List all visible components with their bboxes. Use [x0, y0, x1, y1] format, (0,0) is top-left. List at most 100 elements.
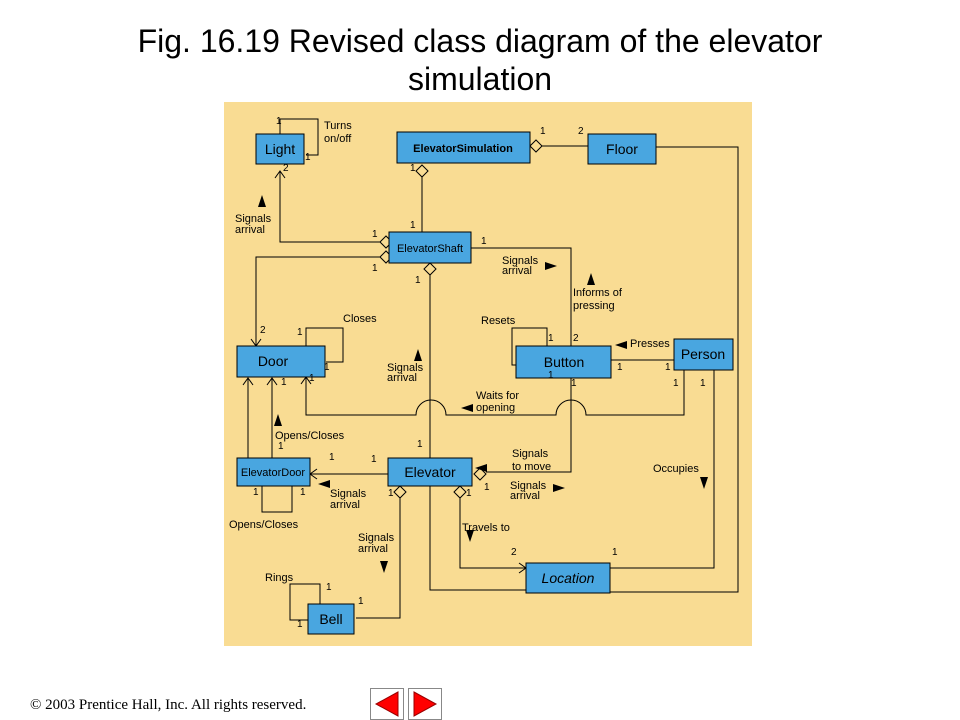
class-location-name: Location: [542, 570, 595, 586]
elevator-diamond-bottom-1: [393, 485, 407, 499]
label-signals-shaft-2: arrival: [502, 265, 532, 277]
label-closes: Closes: [343, 313, 377, 325]
class-bell-name: Bell: [319, 611, 342, 627]
mult-shaft-top: 1: [410, 220, 416, 231]
label-rings: Rings: [265, 572, 294, 584]
mult-shaft-bottom: 1: [415, 275, 421, 286]
mult-person-bottom-1: 1: [673, 378, 679, 389]
elevator-diamond-bottom-2: [453, 485, 467, 499]
shaft-button-line: [470, 247, 572, 346]
mult-door-bottom-1: 1: [281, 377, 287, 388]
mult-shaft-right: 1: [481, 236, 487, 247]
light-self-loop: [279, 118, 319, 156]
class-elevator: [387, 457, 473, 487]
label-signals-button-2: arrival: [510, 490, 540, 502]
mult-elevator-bottom-2: 1: [466, 488, 472, 499]
arrow-to-light: [274, 170, 286, 179]
label-travels-to: Travels to: [462, 522, 510, 534]
triangle-signals-shaft: [545, 262, 557, 270]
mult-button-loop: 1: [548, 333, 554, 344]
triangle-opens-closes: [274, 414, 282, 426]
label-opens-closes-bottom: Opens/Closes: [229, 519, 299, 531]
class-elevator-simulation: [396, 131, 531, 164]
label-presses: Presses: [630, 338, 670, 350]
mult-eldoor-top: 1: [278, 441, 284, 452]
copyright-notice: © 2003 Prentice Hall, Inc. All rights re…: [30, 697, 307, 713]
direction-triangles: [258, 195, 708, 573]
mult-button-top: 2: [573, 333, 579, 344]
eldoor-self-loop: [261, 486, 293, 513]
triangle-signals-bell: [380, 561, 388, 573]
arrow-to-door-3: [242, 377, 254, 386]
person-door-line: [305, 370, 685, 416]
mult-person-bottom-2: 1: [700, 378, 706, 389]
class-elevator-shaft: [388, 231, 472, 264]
sim-diamond-bottom: [415, 164, 429, 178]
elevator-diamond-right: [473, 467, 487, 481]
class-bell: [307, 603, 355, 635]
next-slide-arrow-icon[interactable]: [408, 688, 442, 720]
mult-eldoor-bottom-2: 1: [300, 487, 306, 498]
mult-door-right: 1: [324, 362, 330, 373]
mult-button-left: 1: [548, 370, 554, 381]
class-person: [673, 338, 734, 371]
triangle-occupies: [700, 477, 708, 489]
class-door-name: Door: [258, 353, 289, 369]
triangle-signals-button: [553, 484, 565, 492]
mult-location-2: 2: [511, 547, 517, 558]
mult-person-left: 1: [665, 362, 671, 373]
class-button: [515, 345, 612, 379]
mult-elevator-left: 1: [371, 454, 377, 465]
class-button-name: Button: [544, 354, 584, 370]
previous-slide-arrow-icon[interactable]: [370, 688, 404, 720]
triangle-signals-eldoor: [318, 480, 330, 488]
label-waits-1: Waits for: [476, 390, 519, 402]
mult-bell-loop: 1: [326, 582, 332, 593]
mult-bell-left: 1: [297, 619, 303, 630]
label-signals-light-1: Signals: [235, 213, 272, 225]
mult-eldoor-bottom-1: 1: [253, 487, 259, 498]
label-on-off: on/off: [324, 133, 352, 145]
class-elevator-simulation-name: ElevatorSimulation: [413, 143, 513, 155]
person-location-line: [610, 370, 715, 569]
elevator-location-line-2: [429, 486, 526, 591]
floor-location-line: [610, 146, 739, 593]
class-elevator-name: Elevator: [404, 464, 456, 480]
class-location: [525, 562, 611, 594]
class-boxes: [236, 131, 734, 635]
label-signals-shaft-1: Signals: [502, 255, 539, 267]
button-self-loop: [511, 327, 548, 366]
label-signals-door-1: Signals: [387, 362, 424, 374]
class-elevator-shaft-name: ElevatorShaft: [397, 243, 463, 255]
label-turns: Turns: [324, 120, 352, 132]
label-waits-2: opening: [476, 402, 515, 414]
class-elevator-door: [236, 457, 311, 487]
class-elevator-door-name: ElevatorDoor: [241, 467, 306, 479]
mult-sim-floor-2: 2: [578, 126, 584, 137]
bell-self-loop: [289, 583, 321, 621]
label-occupies: Occupies: [653, 463, 699, 475]
class-person-name: Person: [681, 346, 725, 362]
mult-door-bottom-2: 1: [309, 373, 315, 384]
class-light: [255, 133, 305, 165]
slide-title: Fig. 16.19 Revised class diagram of the …: [137, 23, 823, 97]
mult-light-loop-top: 1: [276, 116, 282, 127]
mult-sim-bottom: 1: [410, 163, 416, 174]
label-signals-door-2: arrival: [387, 372, 417, 384]
label-signals-move-1: Signals: [512, 448, 549, 460]
button-elevator-line: [486, 378, 572, 473]
triangle-waits-for: [461, 404, 473, 412]
mult-elevator-top: 1: [417, 439, 423, 450]
light-shaft-line: [279, 172, 381, 243]
label-signals-eldoor-2: arrival: [330, 499, 360, 511]
mult-elevator-right: 1: [484, 482, 490, 493]
door-self-loop: [305, 327, 344, 363]
mult-light-loop-right: 1: [305, 152, 311, 163]
arrow-to-door-4: [266, 377, 278, 386]
triangle-signals-to-move: [475, 464, 487, 472]
sim-diamond-right: [529, 139, 543, 153]
mult-light-bottom: 2: [283, 163, 289, 174]
class-floor: [587, 133, 657, 165]
mult-sim-floor-1: 1: [540, 126, 546, 137]
